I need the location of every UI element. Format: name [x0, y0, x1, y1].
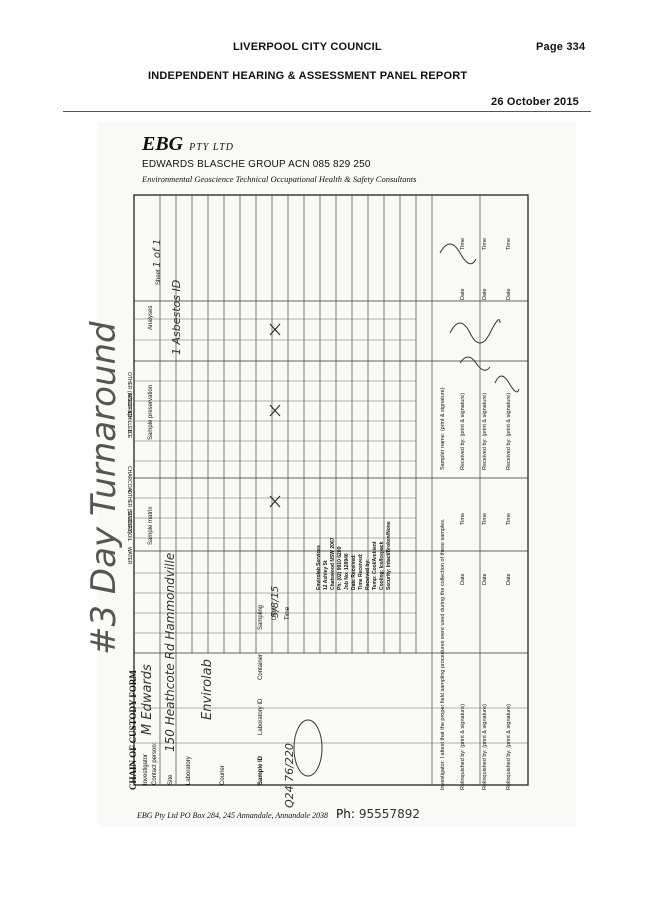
sampling-date-value: 5/8/15: [270, 585, 281, 618]
sample-id-circle: [293, 719, 323, 777]
footer-phone-label: Ph:: [336, 807, 355, 821]
analyses-value: 1 Asbestos ID: [170, 279, 183, 355]
stamp-field: Temp: Cool/Ambient: [372, 541, 378, 590]
header-rule: [63, 111, 591, 112]
col-sampling-time: Time: [285, 606, 291, 620]
date-label-6: Date: [506, 288, 512, 300]
received-2: Received by: (print & signature): [482, 392, 488, 470]
sheet-label: Sheet 1 of 1: [152, 239, 163, 285]
form-title: CHAIN OF CUSTODY FORM: [128, 670, 138, 790]
time-label-3: Time: [506, 512, 512, 525]
lab-label: Laboratory: [186, 756, 192, 785]
company-name: EDWARDS BLASCHE GROUP ACN 085 829 250: [142, 159, 371, 170]
relinquished-1: Relinquished by: (print & signature): [460, 704, 466, 790]
date-label-5: Date: [482, 288, 488, 300]
site-label: Site: [168, 774, 174, 785]
council-name: LIVERPOOL CITY COUNCIL: [233, 41, 382, 53]
courier-label: Courier: [220, 765, 226, 785]
received-1: Received by: (print & signature): [460, 392, 466, 470]
col-matrix: Sample matrix: [148, 506, 154, 545]
date-label-3: Date: [506, 573, 512, 585]
lab-value: Envirolab: [200, 659, 215, 720]
relinquished-3: Relinquished by: (print & signature): [506, 704, 512, 790]
col-sample-id: Sample ID: [258, 755, 264, 785]
stamp-line: 12 Ashley St: [323, 560, 329, 590]
custody-form-grid: [133, 194, 529, 786]
time-label-4: Time: [460, 237, 466, 250]
sampler-name: Sampler name: (print & signature): [440, 387, 446, 470]
date-label-1: Date: [460, 573, 466, 585]
stamp-field: Date Received:: [351, 554, 357, 590]
col-preservation: Sample preservation: [148, 384, 154, 440]
stamp-field: Time Received:: [358, 553, 364, 590]
form-footer: EBG Pty Ltd PO Box 284, 245 Annandale, A…: [137, 807, 420, 821]
relinquished-2: Relinquished by: (print & signature): [482, 704, 488, 790]
matrix-water: WATER: [126, 547, 132, 565]
turnaround-note: #3 Day Turnaround: [84, 321, 124, 655]
attestation: Investigator: I attest that the proper f…: [440, 518, 446, 791]
scanned-form: [98, 122, 576, 827]
company-tagline: Environmental Geoscience Technical Occup…: [142, 174, 417, 184]
sheet-label-text: Sheet: [156, 269, 162, 285]
stamp-line: Envirolab Services: [316, 545, 322, 590]
col-sampling: Sampling: [258, 604, 264, 630]
site-value: 150 Heathcote Rd Hammondville: [163, 552, 177, 752]
received-3: Received by: (print & signature): [506, 392, 512, 470]
stamp-field: Security: Intact/Broken/None: [386, 521, 392, 590]
stamp-line: Chatswood NSW 2067: [330, 537, 336, 590]
col-container: Container: [258, 653, 264, 680]
report-date: 26 October 2015: [491, 96, 579, 108]
time-label-5: Time: [482, 237, 488, 250]
footer-phone: 95557892: [358, 807, 420, 821]
signature-scribbles: [439, 243, 520, 393]
date-label-4: Date: [460, 288, 466, 300]
time-label-2: Time: [482, 512, 488, 525]
matrix-other: OTHER (SPECIFY): [126, 490, 132, 534]
time-label-1: Time: [460, 512, 466, 525]
footer-address: EBG Pty Ltd PO Box 284, 245 Annandale, A…: [137, 811, 329, 820]
sample-id-value: Q24 76/220: [283, 743, 296, 808]
stamp-field: Received by:: [365, 559, 371, 590]
sheet-value: 1 of 1: [152, 238, 163, 268]
page-number: Page 334: [536, 41, 586, 53]
investigator-label: Investigator: [143, 753, 149, 785]
stamp-job: Job No: 128946: [344, 553, 350, 590]
contact-label: Contact person:: [152, 742, 158, 785]
time-label-6: Time: [506, 237, 512, 250]
stamp-field: Cooling: Ice/Icepack: [379, 541, 385, 590]
date-label-2: Date: [482, 573, 488, 585]
investigator-value: M Edwards: [140, 664, 155, 735]
stamp-line: Ph: (02) 9910 6200: [337, 546, 343, 590]
col-analyses: Analyses: [148, 305, 154, 330]
lab-stamp: Envirolab Services 12 Ashley St Chatswoo…: [316, 521, 393, 590]
preservation-other: OTHER (SPECIFY): [126, 372, 132, 416]
matrix-charcoal: CHARCOAL: [126, 466, 132, 494]
report-title: INDEPENDENT HEARING & ASSESSMENT PANEL R…: [148, 70, 468, 82]
col-lab-id: Laboratory ID: [258, 698, 264, 735]
x-marks: [269, 323, 281, 508]
